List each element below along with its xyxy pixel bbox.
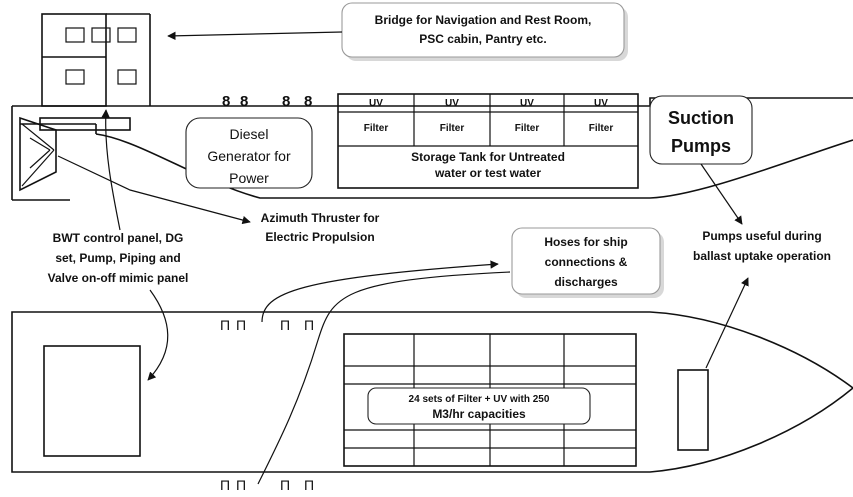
uv-label: UV bbox=[594, 98, 608, 109]
bollard: Π bbox=[220, 477, 230, 493]
bollards-bottom-top: Π Π Π Π bbox=[220, 317, 314, 333]
filter-sets-label-line2: M3/hr capacities bbox=[432, 407, 526, 421]
azimuth-label-line2: Electric Propulsion bbox=[265, 230, 374, 244]
bollard: Π bbox=[280, 477, 290, 493]
filter-sets-label-line1: 24 sets of Filter + UV with 250 bbox=[409, 394, 550, 405]
bwt-up-arrow bbox=[101, 109, 121, 231]
bollards-bottom-bottom: Π Π Π Π bbox=[220, 477, 314, 493]
hose-line-lower bbox=[257, 271, 511, 485]
suction-pumps-callout: Suction Pumps bbox=[649, 95, 753, 165]
bollard: Π bbox=[304, 477, 314, 493]
storage-tank-label-line1: Storage Tank for Untreated bbox=[411, 150, 565, 164]
bridge-window bbox=[65, 27, 85, 43]
uv-label: UV bbox=[369, 98, 383, 109]
bwt-label-line2: set, Pump, Piping and bbox=[55, 251, 180, 265]
diesel-label-line2: Generator for bbox=[207, 148, 291, 164]
top-hull-bottom bbox=[95, 133, 853, 199]
control-panel-box bbox=[43, 345, 141, 457]
uv-label: UV bbox=[445, 98, 459, 109]
thruster-line bbox=[29, 137, 51, 151]
bridge-window bbox=[91, 27, 111, 43]
suction-label-line1: Suction bbox=[668, 108, 734, 128]
bollard: Π bbox=[220, 317, 230, 333]
diesel-label-line3: Power bbox=[229, 170, 269, 186]
control-room-box bbox=[39, 117, 131, 131]
thruster-line bbox=[21, 149, 55, 187]
uv-filter-tank-block bbox=[337, 93, 639, 189]
bwt-label-line3: Valve on-off mimic panel bbox=[48, 271, 189, 285]
storage-tank-label-line2: water or test water bbox=[434, 166, 541, 180]
bollard: Π bbox=[236, 477, 246, 493]
pump-box bbox=[677, 369, 709, 451]
bridge-label-line1: Bridge for Navigation and Rest Room, bbox=[375, 13, 592, 27]
hoses-label-line3: discharges bbox=[554, 275, 618, 289]
hoses-label-line2: connections & bbox=[545, 255, 628, 269]
hoses-callout: Hoses for ship connections & discharges bbox=[511, 227, 664, 298]
hose-line-upper bbox=[261, 260, 499, 323]
filter-label: Filter bbox=[364, 123, 389, 134]
bridge-window bbox=[117, 27, 137, 43]
bollard: Π bbox=[304, 317, 314, 333]
pumps-label-line2: ballast uptake operation bbox=[693, 249, 831, 263]
pumps-label-line1: Pumps useful during bbox=[702, 229, 821, 243]
bridge-window bbox=[117, 69, 137, 85]
filter-label: Filter bbox=[589, 123, 614, 134]
bridge-window bbox=[65, 69, 85, 85]
bollard: 8 bbox=[222, 93, 230, 110]
diesel-label-line1: Diesel bbox=[230, 126, 269, 142]
bridge-label-line2: PSC cabin, Pantry etc. bbox=[419, 32, 546, 46]
bwt-down-arrow bbox=[147, 289, 169, 381]
bridge-arrow bbox=[167, 31, 343, 41]
suction-label-line2: Pumps bbox=[671, 136, 731, 156]
suction-arrow bbox=[700, 163, 743, 225]
bridge-callout: Bridge for Navigation and Rest Room, PSC… bbox=[341, 2, 628, 61]
hoses-callout-box bbox=[511, 227, 661, 295]
filter-label: Filter bbox=[440, 123, 465, 134]
diesel-generator-box bbox=[185, 117, 313, 189]
pump-arrow bbox=[705, 277, 749, 369]
thruster-line bbox=[21, 123, 55, 151]
bwt-label-line1: BWT control panel, DG bbox=[53, 231, 184, 245]
bollard: 8 bbox=[304, 93, 312, 110]
bottom-vessel: Π Π Π Π Π Π Π Π 24 sets of Filter + UV w… bbox=[11, 311, 853, 493]
bollard: 8 bbox=[282, 93, 290, 110]
azimuth-thruster-shape bbox=[19, 116, 57, 192]
hoses-label-line1: Hoses for ship bbox=[544, 235, 627, 249]
bridge-callout-box bbox=[341, 2, 625, 58]
filter-sets-label-box bbox=[367, 387, 591, 425]
azimuth-label-line1: Azimuth Thruster for bbox=[261, 211, 380, 225]
bollard: Π bbox=[280, 317, 290, 333]
bollard: 8 bbox=[240, 93, 248, 110]
thruster-line bbox=[29, 149, 51, 169]
bollard: Π bbox=[236, 317, 246, 333]
top-hull-deck bbox=[12, 97, 853, 107]
uv-label: UV bbox=[520, 98, 534, 109]
azimuth-arrow bbox=[57, 155, 251, 225]
bollards-top: 8 8 8 8 bbox=[222, 93, 312, 110]
filter-label: Filter bbox=[515, 123, 540, 134]
top-vessel: 8 8 8 8 UV UV UV UV Filter Filter Filter… bbox=[11, 13, 853, 201]
